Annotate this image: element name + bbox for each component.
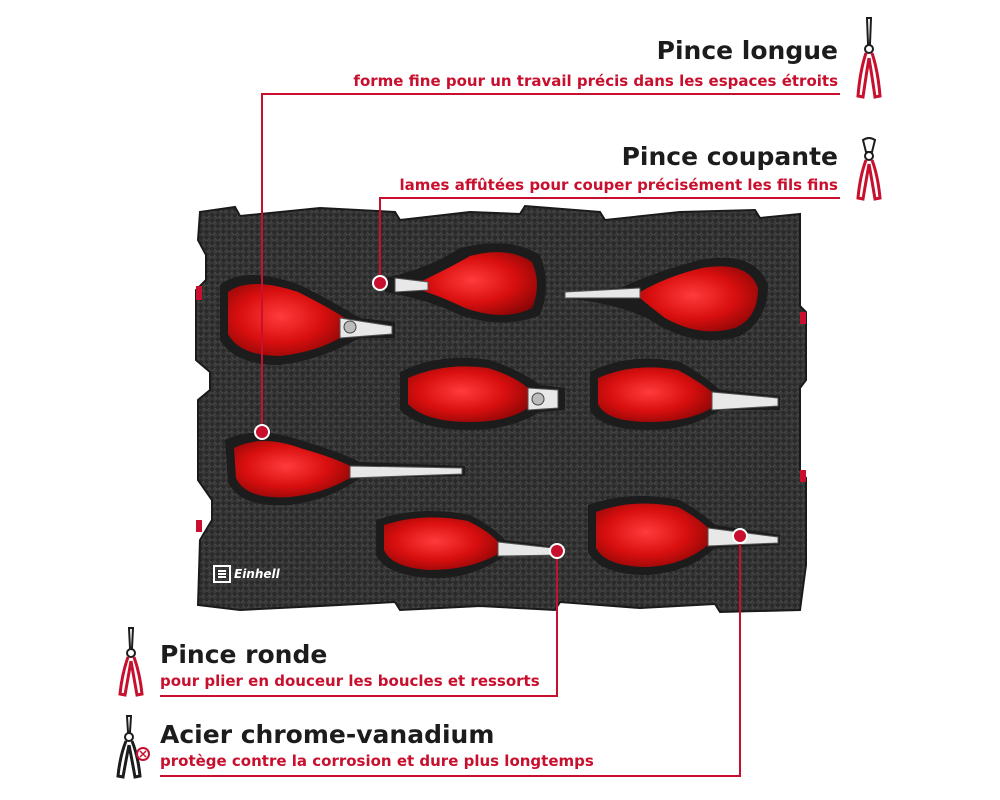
callout-subtitle-cutter: lames affûtées pour couper précisément l… xyxy=(399,176,838,194)
marker-dot-round xyxy=(549,543,565,559)
leader-line-steel xyxy=(160,536,741,777)
round-nose-pliers-icon xyxy=(118,627,144,697)
callout-title-cutter: Pince coupante xyxy=(621,142,838,171)
cavity-pliers-3 xyxy=(564,257,768,341)
leader-line-round xyxy=(160,551,558,697)
einhell-logo xyxy=(213,565,231,583)
marker-dot-cutter xyxy=(372,275,388,291)
cavity-pliers-6 xyxy=(225,432,465,506)
brand-wordmark: Einhell xyxy=(234,567,280,581)
chrome-vanadium-pliers-icon xyxy=(116,715,150,779)
callout-subtitle-steel: protège contre la corrosion et dure plus… xyxy=(160,752,594,770)
leader-line-cutter xyxy=(379,197,840,282)
cavity-pliers-8 xyxy=(588,496,780,575)
cavity-pliers-2 xyxy=(385,243,546,323)
cavity-pliers-5 xyxy=(590,358,780,430)
callout-title-long-nose: Pince longue xyxy=(656,36,838,65)
marker-dot-steel xyxy=(732,528,748,544)
callout-subtitle-round: pour plier en douceur les boucles et res… xyxy=(160,672,540,690)
cavity-pliers-4 xyxy=(400,357,565,430)
callout-subtitle-long-nose: forme fine pour un travail précis dans l… xyxy=(353,72,838,90)
side-cutter-icon xyxy=(856,137,882,201)
marker-dot-long-nose xyxy=(254,424,270,440)
leader-line-long-nose xyxy=(261,93,840,430)
long-nose-pliers-icon xyxy=(856,17,882,99)
cavity-pliers-1 xyxy=(220,275,395,365)
callout-title-round: Pince ronde xyxy=(160,640,328,669)
callout-title-steel: Acier chrome-vanadium xyxy=(160,720,495,749)
